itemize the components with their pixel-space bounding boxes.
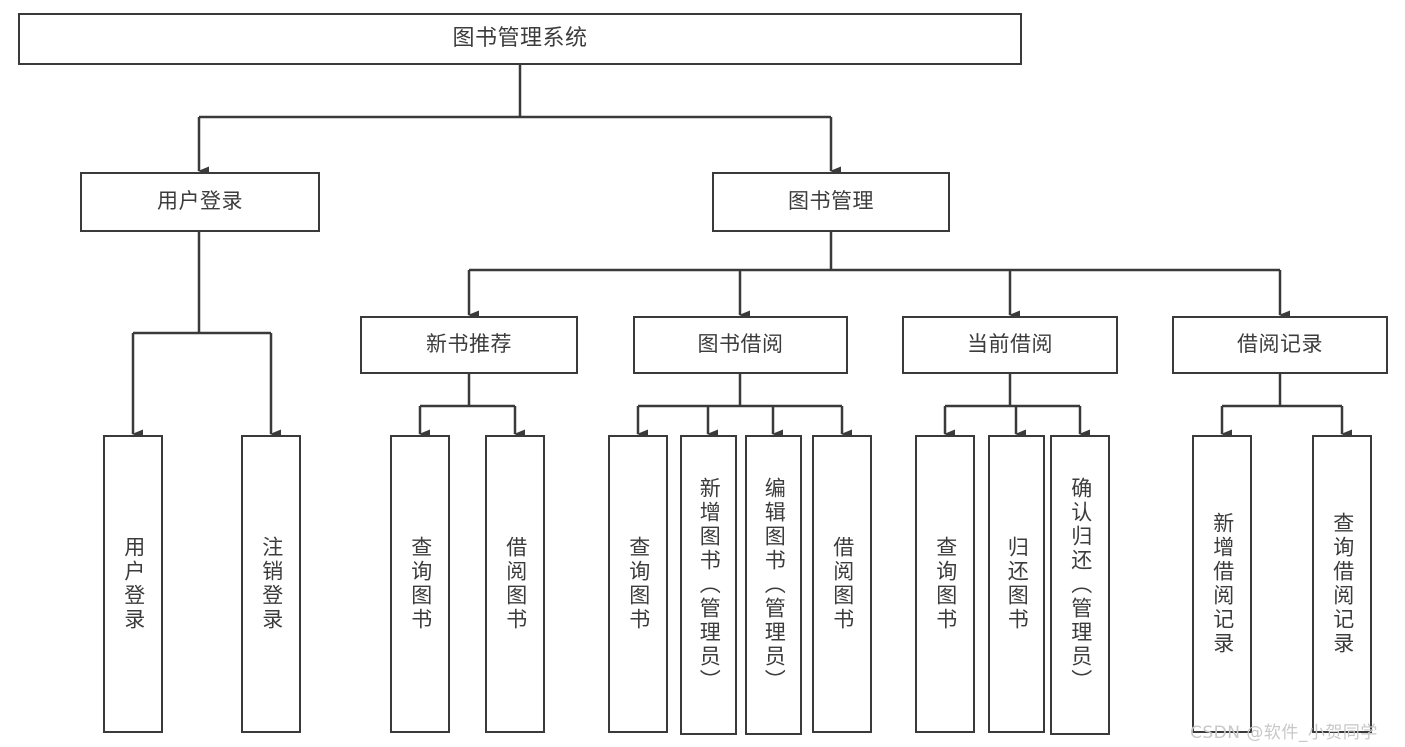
node-leaf-borrow-book-1[interactable]: 借阅图书 — [485, 435, 545, 733]
connector-lines — [131, 65, 1352, 439]
node-leaf-borrow-book-2[interactable]: 借阅图书 — [812, 435, 872, 733]
node-label: 图书管理系统 — [452, 25, 588, 51]
csdn-watermark: CSDN @软件_小贺同学 — [1190, 723, 1378, 743]
node-label: 新增图书（管理员） — [697, 477, 722, 693]
node-root[interactable]: 图书管理系统 — [18, 13, 1022, 65]
node-book-borrow[interactable]: 图书借阅 — [633, 316, 848, 374]
node-label: 查询图书 — [408, 536, 433, 632]
node-label: 用户登录 — [121, 536, 146, 632]
node-label: 借阅图书 — [830, 536, 855, 632]
node-label: 查询借阅记录 — [1330, 512, 1355, 656]
node-leaf-add-record[interactable]: 新增借阅记录 — [1192, 435, 1252, 733]
node-leaf-add-book[interactable]: 新增图书（管理员） — [680, 435, 737, 735]
node-leaf-query-book-1[interactable]: 查询图书 — [390, 435, 450, 733]
node-label: 确认归还（管理员） — [1068, 477, 1093, 693]
node-label: 借阅图书 — [503, 536, 528, 632]
node-label: 编辑图书（管理员） — [762, 477, 787, 693]
node-leaf-edit-book[interactable]: 编辑图书（管理员） — [745, 435, 802, 735]
node-label: 当前借阅 — [967, 332, 1053, 357]
node-label: 用户登录 — [157, 189, 243, 214]
node-label: 新书推荐 — [426, 332, 512, 357]
node-leaf-user-logout[interactable]: 注销登录 — [241, 435, 301, 733]
node-label: 归还图书 — [1005, 536, 1030, 632]
node-label: 借阅记录 — [1237, 332, 1323, 357]
node-current-borrow[interactable]: 当前借阅 — [902, 316, 1118, 374]
node-label: 注销登录 — [259, 536, 284, 632]
node-book-manage[interactable]: 图书管理 — [712, 172, 950, 232]
node-label: 新增借阅记录 — [1210, 512, 1235, 656]
node-leaf-query-book-3[interactable]: 查询图书 — [915, 435, 975, 733]
node-label: 图书管理 — [788, 189, 874, 214]
node-label: 查询图书 — [933, 536, 958, 632]
node-label: 查询图书 — [626, 536, 651, 632]
node-new-book-rec[interactable]: 新书推荐 — [360, 316, 578, 374]
node-label: 图书借阅 — [697, 332, 784, 357]
node-user-login[interactable]: 用户登录 — [80, 172, 320, 232]
node-borrow-record[interactable]: 借阅记录 — [1172, 316, 1388, 374]
node-leaf-return-book[interactable]: 归还图书 — [988, 435, 1045, 733]
node-leaf-confirm-return[interactable]: 确认归还（管理员） — [1050, 435, 1110, 735]
node-leaf-query-record[interactable]: 查询借阅记录 — [1312, 435, 1372, 733]
node-leaf-user-login[interactable]: 用户登录 — [103, 435, 163, 733]
node-leaf-query-book-2[interactable]: 查询图书 — [608, 435, 668, 733]
